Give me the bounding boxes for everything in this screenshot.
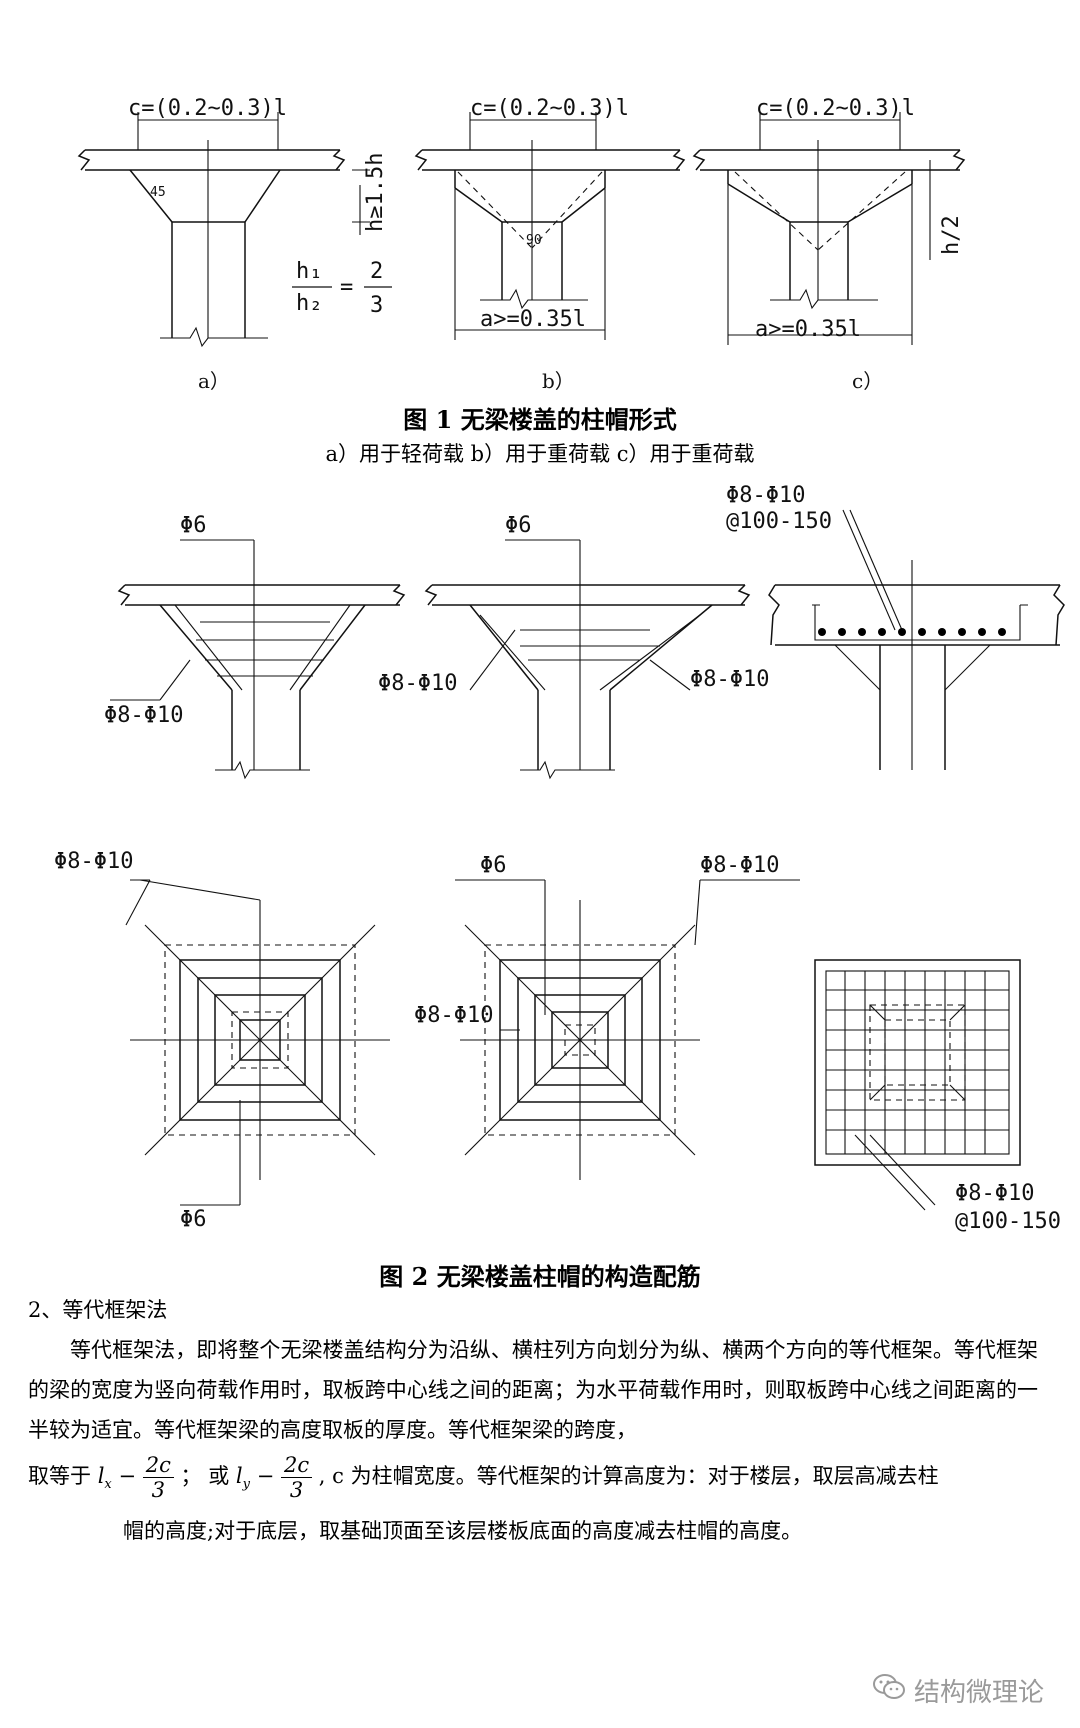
formula-fraction-1-num: 2c [142, 1453, 174, 1478]
fig2-elev-mid [424, 539, 751, 780]
formula-fraction-1-den: 3 [151, 1478, 165, 1502]
fig1c-dim-h: h/2 [939, 215, 964, 255]
fig1a-ratio-eq: = [340, 275, 353, 300]
section-heading: 2、等代框架法 [28, 1298, 168, 1322]
fig1-label-a: a） [198, 369, 230, 393]
fig2-elev-left-phi8: Φ8-Φ10 [104, 703, 183, 728]
fig2-elev-mid-phi8-left: Φ8-Φ10 [378, 671, 457, 696]
fig1b-dim-c: c=(0.2~0.3)l [470, 96, 629, 121]
fig2-plan-mid-phi6: Φ6 [480, 853, 507, 878]
fig1-label-b: b） [542, 369, 575, 393]
fig2-plan-mid [455, 879, 800, 1180]
fig2-plan-left-phi6: Φ6 [180, 1207, 207, 1232]
fig1a-ratio-top: h₁ [296, 259, 323, 284]
fig1c-dim-c: c=(0.2~0.3)l [756, 96, 915, 121]
fig2-plan-right-phi8: Φ8-Φ10 [955, 1181, 1034, 1206]
fig1a-ratio-bottom: h₂ [296, 291, 323, 316]
fig2-elev-mid-phi8-right: Φ8-Φ10 [690, 667, 769, 692]
watermark: 结构微理论 [872, 1672, 1044, 1709]
formula-lx: l [97, 1464, 105, 1488]
fig2-plan-right-spacing: @100-150 [955, 1209, 1061, 1234]
fig1b-dim-a: a>=0.35l [480, 307, 586, 332]
fig2-elev-left [110, 539, 406, 780]
fig2-elev-right-spacing: @100-150 [726, 509, 832, 534]
formula-ly-sub: y [242, 1477, 250, 1492]
formula-lx-sub: x [104, 1477, 112, 1492]
fig2-plan-left [125, 879, 390, 1206]
formula-separator: ； 或 [180, 1464, 230, 1488]
fig1c-dim-a: a>=0.35l [755, 317, 861, 342]
fig2-plan-mid-phi8-top: Φ8-Φ10 [700, 853, 779, 878]
fig2-plan-mid-phi8-left: Φ8-Φ10 [414, 1003, 493, 1028]
figure-1-title: 图 1 无梁楼盖的柱帽形式 [403, 405, 677, 434]
fig1a-dim-c: c=(0.2~0.3)l [128, 96, 287, 121]
fig1-label-c: c） [852, 369, 883, 393]
fig2-plan-right-mesh [814, 959, 1021, 1211]
formula-fraction-2-den: 3 [289, 1478, 304, 1502]
fig1a-dim-h: h≥1.5h [363, 153, 388, 232]
fig1c-capital [692, 112, 966, 345]
formula-suffix: , c 为柱帽宽度。等代框架的计算高度为：对于楼层，取层高减去柱 [318, 1464, 939, 1488]
fig2-elev-right [768, 509, 1065, 770]
fig1b-capital [414, 112, 686, 340]
fig2-elev-left-phi6: Φ6 [180, 513, 207, 538]
figure-1-subtitle: a）用于轻荷载 b）用于重荷载 c）用于重荷载 [325, 442, 755, 466]
formula-ly: l [235, 1464, 243, 1488]
figure-2-title: 图 2 无梁楼盖柱帽的构造配筋 [379, 1262, 701, 1291]
formula-prefix: 取等于 [28, 1464, 91, 1488]
fig1a-angle-45: 45 [150, 185, 166, 200]
fig1a-ratio-num: 2 [370, 259, 383, 284]
watermark-text: 结构微理论 [913, 1678, 1044, 1708]
fig2-plan-left-phi8: Φ8-Φ10 [54, 849, 133, 874]
fig2-elev-right-phi8: Φ8-Φ10 [726, 483, 805, 508]
figure-1-drawing: c=(0.2~0.3)l 45 h≥1.5h h₁ h₂ = 2 3 c=(0.… [77, 96, 966, 393]
formula-fraction-2-num: 2c [280, 1453, 313, 1478]
fig1b-angle-90: 90 [526, 233, 542, 248]
formula-minus-2: − [256, 1464, 275, 1488]
section-body: 2、等代框架法 等代框架法，即将整个无梁楼盖结构分为沿纵、横柱列方向划分为纵、横… [28, 1290, 1038, 1551]
section-paragraph-1: 等代框架法，即将整个无梁楼盖结构分为沿纵、横柱列方向划分为纵、横两个方向的等代框… [28, 1338, 1038, 1442]
wechat-icon [872, 1672, 906, 1709]
fig1a-ratio-den: 3 [370, 293, 383, 318]
section-paragraph-2: 帽的高度;对于底层，取基础顶面至该层楼板底面的高度减去柱帽的高度。 [123, 1519, 803, 1543]
figure-2-drawing: Φ6 Φ8-Φ10 Φ6 Φ8-Φ10 Φ8-Φ10 [54, 483, 1065, 1234]
formula-minus-1: − [118, 1464, 137, 1488]
fig2-elev-right-bars [818, 628, 1006, 636]
fig2-elev-mid-phi6: Φ6 [505, 513, 532, 538]
fig1a-capital [77, 112, 370, 348]
